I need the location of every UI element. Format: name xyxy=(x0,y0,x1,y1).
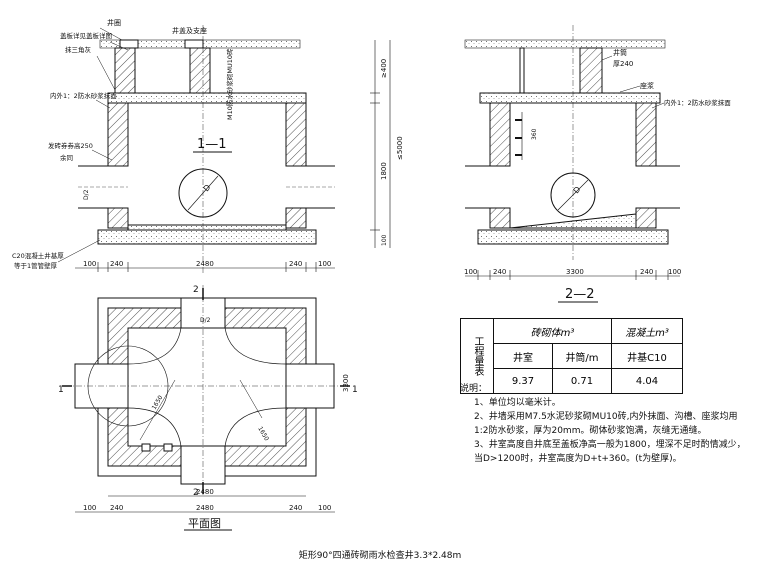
label-waterproof-mortar: 内外1：2防水砂浆抹面 xyxy=(50,91,117,100)
label-cover-support: 井盖及支座 xyxy=(172,26,207,35)
label-thickness-240: 厚240 xyxy=(613,60,633,68)
dim-b1-240a: 240 xyxy=(110,260,123,268)
plan-dim-100b: 100 xyxy=(318,504,331,512)
dim-1800: 1800 xyxy=(380,162,388,180)
dim-b2-240b: 240 xyxy=(640,268,653,276)
plan-mark-d2: D/2 xyxy=(200,317,211,324)
cut-mark-1-right: 1 xyxy=(352,385,358,395)
table-value-shaft: 0.71 xyxy=(552,368,612,394)
plan-view: 1650 1650 D/2 3300 2 2 1 1 2480 100 240 … xyxy=(58,285,358,531)
note-3: 3、井室高度自井底至盖板净高一般为1800，埋深不足时酌情减少，当D>1200时… xyxy=(474,440,746,464)
table-sub-shaft: 井筒/m xyxy=(552,343,612,369)
plan-dim-100a: 100 xyxy=(83,504,96,512)
dim-b1-240b: 240 xyxy=(289,260,302,268)
pipe-d-label-2: D xyxy=(572,185,583,196)
table-row-header: 工程量表 xyxy=(460,318,494,394)
drawing-title: 矩形90°四通砖砌雨水检查井3.3*2.48m xyxy=(298,551,462,561)
notes-title: 说明： xyxy=(460,384,488,394)
label-same: 余同 xyxy=(60,153,73,162)
cut-mark-2-bottom: 2 xyxy=(193,488,199,498)
plan-dim-2480: 2480 xyxy=(196,504,214,512)
dim-b2-100: 100 xyxy=(464,268,477,276)
section-1-1: D 1—1 井圈 井盖及支座 盖板详见盖板详图 抹三角灰 内外1：2防水砂浆抹面… xyxy=(12,18,404,275)
table-value-base: 4.04 xyxy=(611,368,683,394)
label-brick-arch: 发砖券券高250 xyxy=(48,141,93,150)
dim-b1-100b: 100 xyxy=(318,260,331,268)
dim-b2-3300: 3300 xyxy=(566,268,584,276)
label-well-ring: 井圈 xyxy=(107,18,121,27)
label-waterproof-mortar-2: 内外1：2防水砂浆抹面 xyxy=(664,98,731,107)
section-2-2: 360 D 井筒 厚240 座浆 内外1：2防水砂浆抹面 2—2 100 240… xyxy=(464,25,731,303)
plan-title: 平面图 xyxy=(188,517,221,530)
dim-ge400: ≥400 xyxy=(380,59,388,78)
plan-dim-3300: 3300 xyxy=(342,374,350,392)
dim-step-360: 360 xyxy=(531,128,538,140)
label-shaft: 井筒 xyxy=(613,48,627,57)
plan-total-2480: 2480 xyxy=(196,488,214,496)
note-1: 1、单位均以毫米计。 xyxy=(474,398,561,408)
dim-b1-2480: 2480 xyxy=(196,260,214,268)
table-sub-base: 井基C10 xyxy=(611,343,683,369)
dim-le5000: ≤5000 xyxy=(396,136,404,160)
label-cover-slab: 盖板详见盖板详图 xyxy=(60,31,112,40)
dim-b2-100b: 100 xyxy=(668,268,681,276)
pipe-d-label-1: D xyxy=(202,183,213,194)
label-c20-base: C20混凝土井基厚 xyxy=(12,251,64,260)
table-sub-chamber: 井室 xyxy=(493,343,553,369)
dim-100-v: 100 xyxy=(381,234,388,246)
label-pipe-wall: 等于1管管壁厚 xyxy=(14,261,58,270)
section-mark-1-1: 1—1 xyxy=(197,137,227,152)
notes-block: 说明： 1、单位均以毫米计。 2、井墙采用M7.5水泥砂浆砌MU10砖,内外抹面… xyxy=(460,382,750,466)
section-mark-2-2: 2—2 xyxy=(565,287,595,302)
dim-b1-100: 100 xyxy=(83,260,96,268)
table-col-brick: 砖砌体m³ xyxy=(493,318,612,344)
label-m10-brick: M10防水砂浆砌MU10砖 xyxy=(225,48,234,120)
cut-mark-1-left: 1 xyxy=(58,385,64,395)
quantity-table: 工程量表 砖砌体m³ 混凝土m³ 井室 井筒/m 井基C10 9.37 0.71… xyxy=(460,318,683,394)
plan-dim-240b: 240 xyxy=(289,504,302,512)
dim-b2-240a: 240 xyxy=(493,268,506,276)
note-2: 2、井墙采用M7.5水泥砂浆砌MU10砖,内外抹面、沟槽、座浆均用1:2防水砂浆… xyxy=(474,412,738,436)
label-bedding-mortar: 座浆 xyxy=(640,81,654,90)
cut-mark-2-top: 2 xyxy=(193,285,199,295)
table-value-chamber: 9.37 xyxy=(493,368,553,394)
table-col-concrete: 混凝土m³ xyxy=(611,318,683,344)
plan-dim-240a: 240 xyxy=(110,504,123,512)
label-triangle-plaster: 抹三角灰 xyxy=(65,45,92,54)
side-mark-1: D/2 xyxy=(83,189,90,200)
